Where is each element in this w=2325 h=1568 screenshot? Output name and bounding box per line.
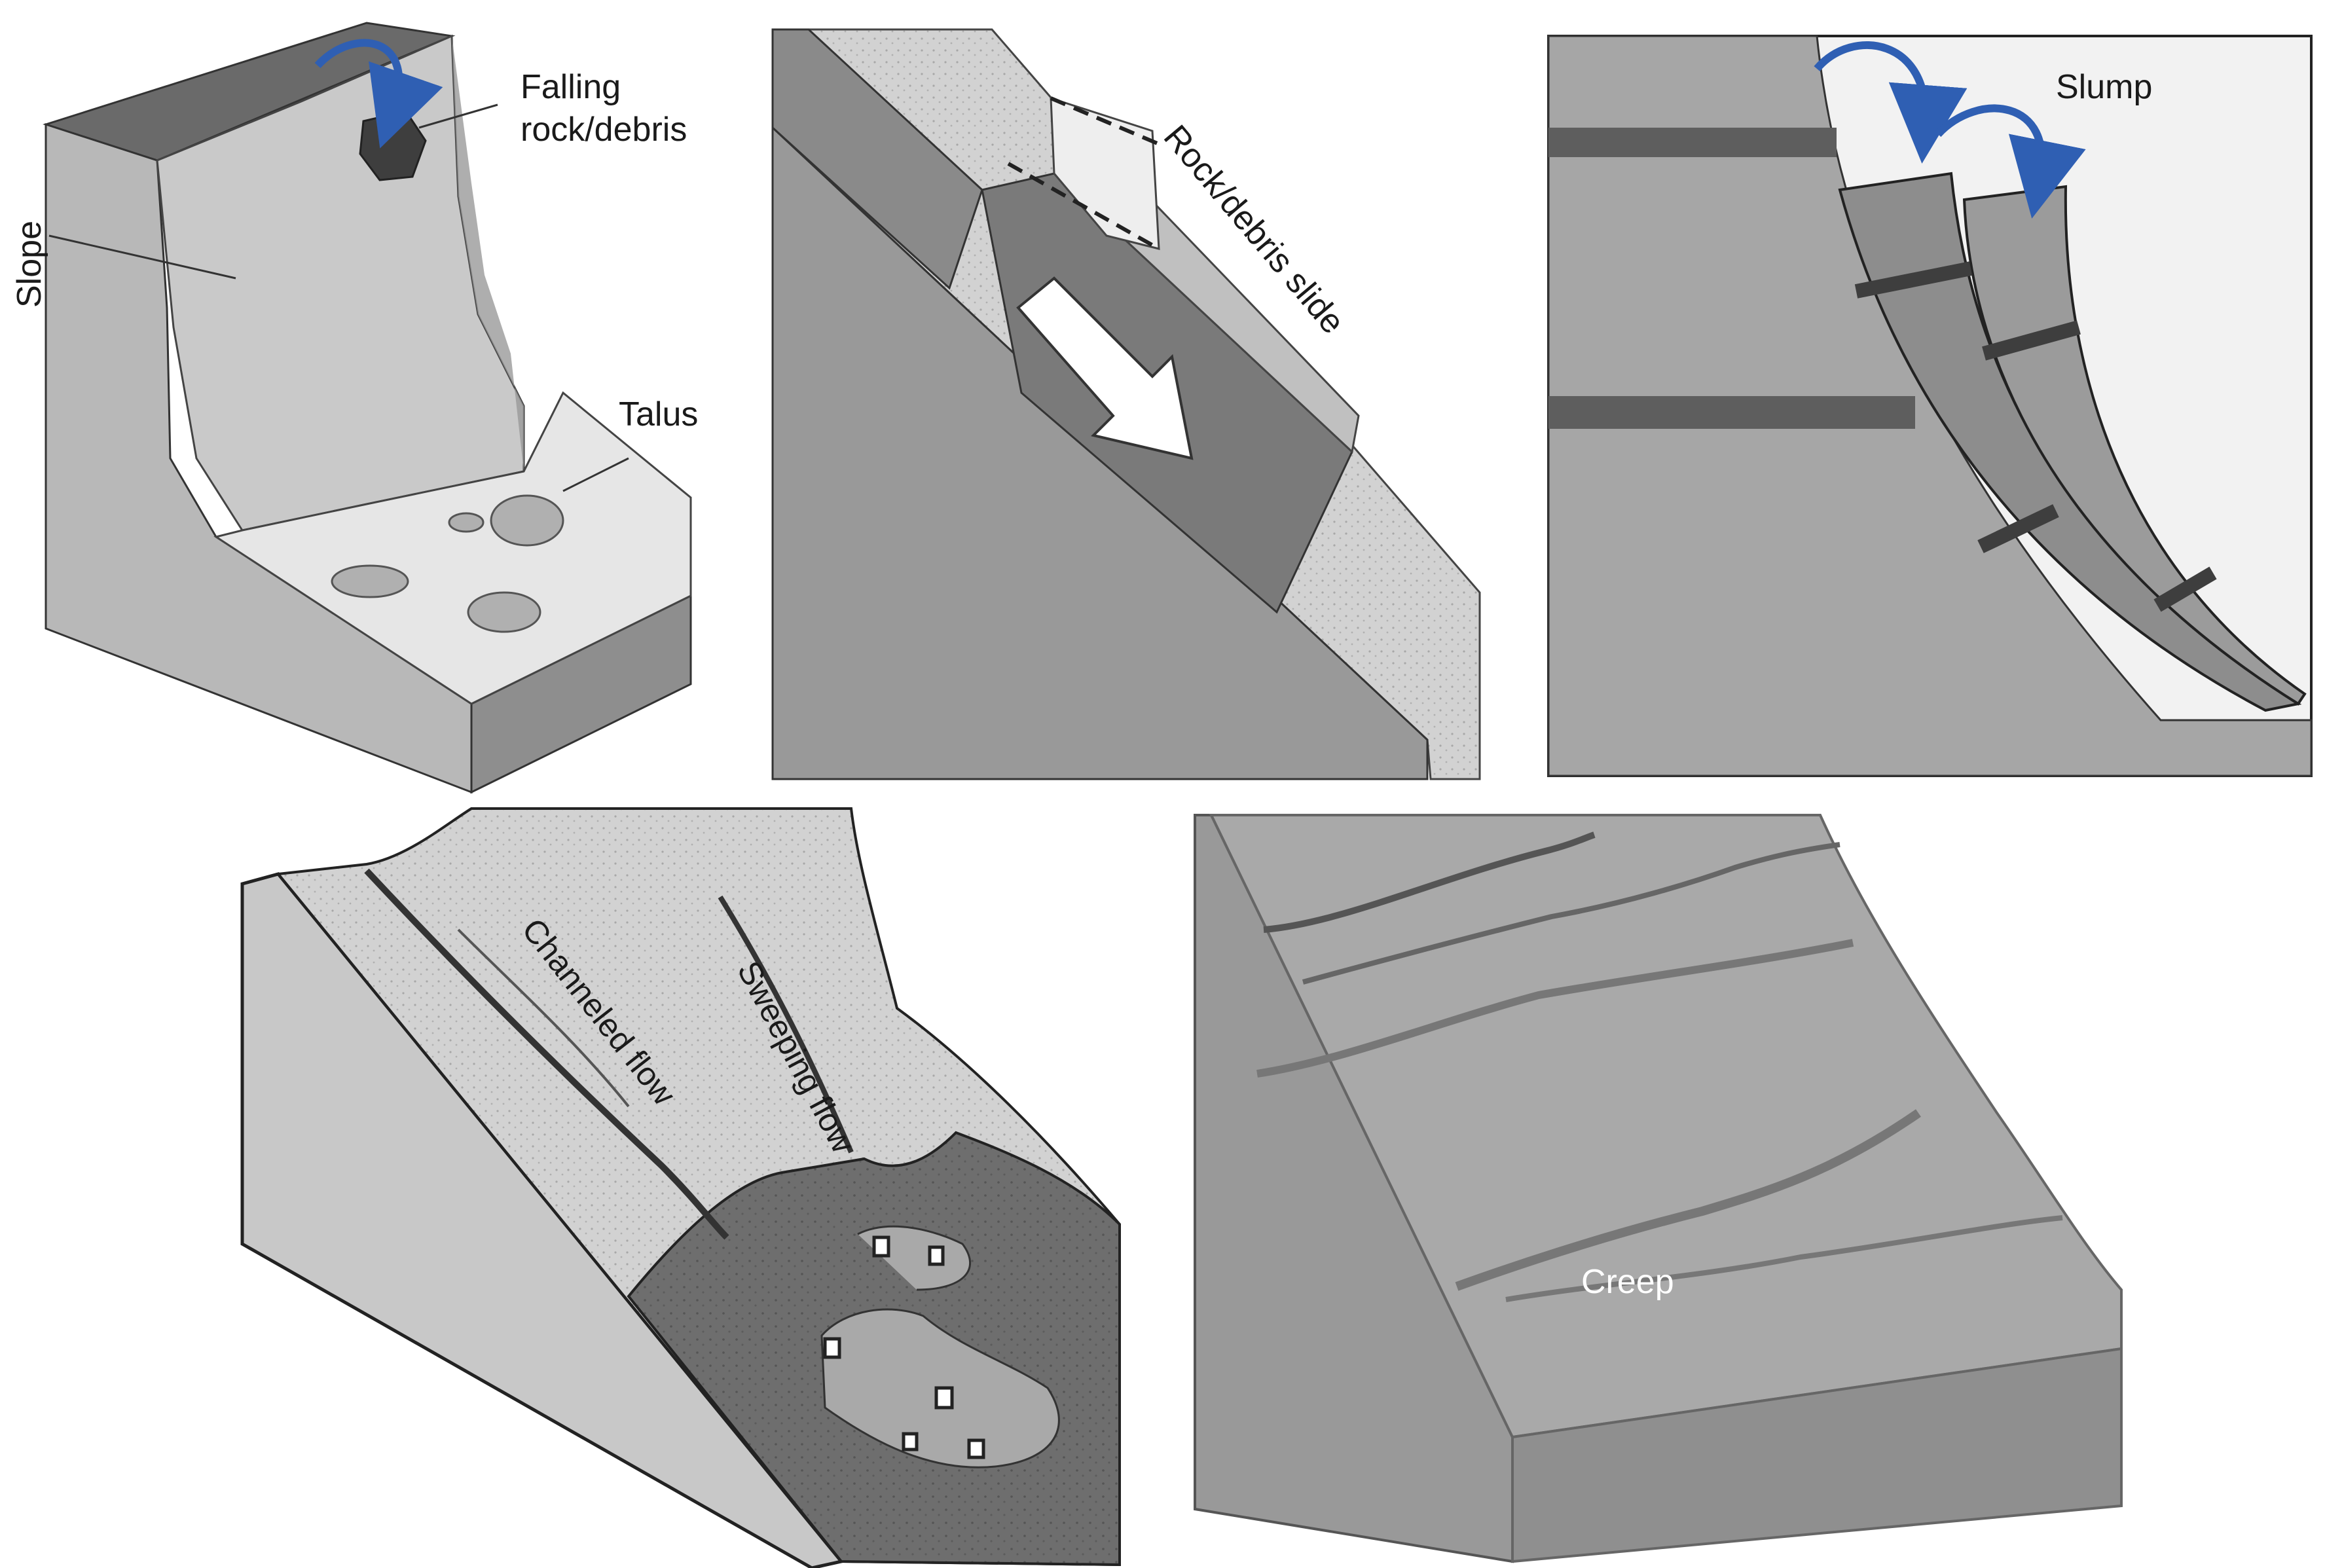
fall-direction-arrow bbox=[314, 39, 443, 149]
talus-boulder bbox=[490, 494, 564, 547]
flow-panel: Channeled flow Sweeping flow bbox=[240, 807, 1121, 1568]
slope-leader-line bbox=[48, 234, 236, 280]
slump-block-stratum bbox=[1982, 320, 2081, 361]
slump-block bbox=[1962, 185, 2307, 706]
creep-terrace-step bbox=[1455, 1109, 1921, 1291]
slide-scar-dashed-line bbox=[1007, 162, 1160, 251]
slide-edge-strip bbox=[771, 28, 983, 290]
slope-label: Slope bbox=[10, 221, 48, 308]
falling-label-line1: Falling bbox=[521, 68, 621, 106]
talus-slope bbox=[213, 391, 692, 705]
talus-boulder bbox=[448, 512, 485, 533]
flow-wedge-side bbox=[240, 872, 845, 1568]
creep-front-face bbox=[1511, 1347, 2123, 1563]
slump-label: Slump bbox=[2056, 68, 2152, 106]
slide-scar bbox=[1050, 96, 1160, 250]
creep-terrace-step bbox=[1505, 1215, 2063, 1302]
slide-scar-dashed-line bbox=[1050, 96, 1160, 146]
slump-rotation-arrow bbox=[1814, 41, 1968, 164]
slump-panel: Slump bbox=[1547, 35, 2313, 777]
creep-crack bbox=[1263, 831, 1596, 933]
flow-boulder bbox=[928, 1245, 945, 1266]
slump-block-stratum bbox=[1977, 504, 2059, 553]
slump-block-stratum bbox=[2153, 566, 2217, 612]
talus-leader-line bbox=[562, 457, 629, 492]
slump-block-stratum bbox=[1854, 261, 1973, 299]
slump-stratum bbox=[1548, 396, 1915, 429]
flow-boulder bbox=[967, 1438, 985, 1459]
flow-boulder bbox=[902, 1432, 919, 1451]
falling-label-line2: rock/debris bbox=[521, 111, 687, 149]
flow-boulder bbox=[872, 1235, 890, 1258]
cliff-shadow bbox=[452, 36, 524, 471]
creep-label: Creep bbox=[1581, 1263, 1674, 1301]
flow-channel-line bbox=[364, 868, 729, 1240]
talus-boulder bbox=[467, 591, 541, 633]
creep-crack bbox=[1302, 842, 1840, 985]
flow-boulder bbox=[823, 1337, 841, 1359]
rockfall-panel: Falling rock/debris Slope Talus bbox=[10, 22, 698, 794]
creep-terrace-step bbox=[1256, 939, 1854, 1078]
creep-panel: Creep bbox=[1194, 814, 2123, 1563]
slide-panel: Rock/debris slide bbox=[771, 28, 1481, 780]
creep-slope-surface bbox=[1209, 814, 2123, 1439]
flow-channel-line bbox=[457, 928, 630, 1108]
falling-leader-line bbox=[418, 103, 498, 129]
talus-boulder bbox=[331, 564, 409, 598]
slide-direction-arrow bbox=[1016, 276, 1194, 460]
slump-rotation-arrow bbox=[1935, 104, 2086, 219]
flow-channel-line bbox=[718, 895, 854, 1154]
slump-stratum bbox=[1548, 128, 1837, 157]
flow-boulder bbox=[934, 1386, 954, 1410]
talus-label: Talus bbox=[619, 395, 698, 433]
